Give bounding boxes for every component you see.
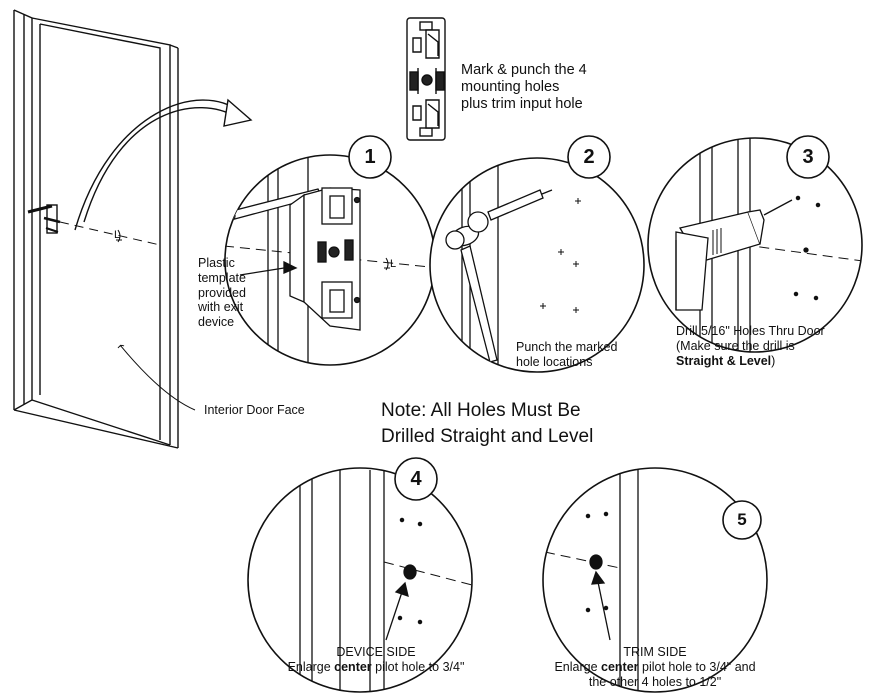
note-line-1: Note: All Holes Must Be bbox=[381, 400, 581, 421]
device-side-caption: DEVICE SIDE Enlarge center pilot hole to… bbox=[262, 645, 490, 675]
step-2-number: 2 bbox=[583, 146, 595, 168]
mark-punch-instructions: Mark & punch the 4 mounting holes plus t… bbox=[461, 62, 587, 113]
template-label-line-5: device bbox=[198, 315, 235, 329]
drill-label-line-3: Straight & Level) bbox=[676, 354, 825, 369]
centerline-symbol-door: L bbox=[114, 229, 121, 241]
drill-label-close: ) bbox=[771, 353, 776, 368]
centerline-symbol-detail: L bbox=[390, 258, 397, 270]
mark-punch-line-2: mounting holes bbox=[461, 79, 560, 96]
template-label-line-2: template bbox=[198, 270, 246, 285]
punch-label-line-1: Punch the marked bbox=[516, 340, 618, 354]
trim-side-bold: center bbox=[601, 659, 639, 674]
punch-label-line-2: hole locations bbox=[516, 354, 593, 369]
drill-label-line-1: Drill 5/16" Holes Thru Door bbox=[676, 324, 825, 338]
interior-door-face-label: Interior Door Face bbox=[204, 403, 305, 417]
step-3-detail bbox=[647, 137, 863, 353]
door-illustration bbox=[13, 9, 253, 449]
punch-label: Punch the marked hole locations bbox=[516, 340, 617, 370]
note: Note: All Holes Must Be Drilled Straight… bbox=[381, 398, 593, 450]
template-label-line-1: Plastic bbox=[198, 256, 235, 270]
trim-side-instruction-2: the other 4 holes to 1/2" bbox=[588, 674, 722, 689]
template-label-line-4: with exit bbox=[198, 300, 244, 315]
trim-side-instruction: Enlarge center pilot hole to 3/4" and bbox=[554, 659, 756, 674]
mark-punch-line-1: Mark & punch the 4 bbox=[461, 62, 587, 78]
step-1-number: 1 bbox=[364, 146, 376, 168]
step-4-number: 4 bbox=[410, 468, 422, 490]
step-badges bbox=[348, 135, 830, 540]
step-3-number: 3 bbox=[802, 146, 814, 168]
drill-label-line-2: (Make sure the drill is bbox=[676, 338, 795, 353]
step-5-number: 5 bbox=[737, 510, 747, 529]
trim-side-title: TRIM SIDE bbox=[623, 645, 687, 659]
step-5-detail bbox=[542, 467, 768, 693]
step-2-detail bbox=[429, 157, 645, 373]
trim-side-caption: TRIM SIDE Enlarge center pilot hole to 3… bbox=[530, 645, 780, 689]
device-side-bold: center bbox=[334, 659, 372, 674]
note-line-2: Drilled Straight and Level bbox=[381, 426, 594, 448]
template-plate-icon bbox=[406, 17, 446, 141]
step-4-detail bbox=[247, 467, 473, 693]
mark-punch-line-3: plus trim input hole bbox=[461, 96, 583, 113]
template-label: Plastic template provided with exit devi… bbox=[198, 256, 246, 330]
device-side-title: DEVICE SIDE bbox=[336, 645, 416, 659]
drill-label: Drill 5/16" Holes Thru Door (Make sure t… bbox=[676, 324, 825, 368]
device-side-instruction: Enlarge center pilot hole to 3/4" bbox=[287, 659, 465, 674]
template-label-line-3: provided bbox=[198, 285, 246, 300]
drill-label-bold: Straight & Level bbox=[676, 353, 772, 368]
step-1-detail bbox=[224, 154, 436, 366]
